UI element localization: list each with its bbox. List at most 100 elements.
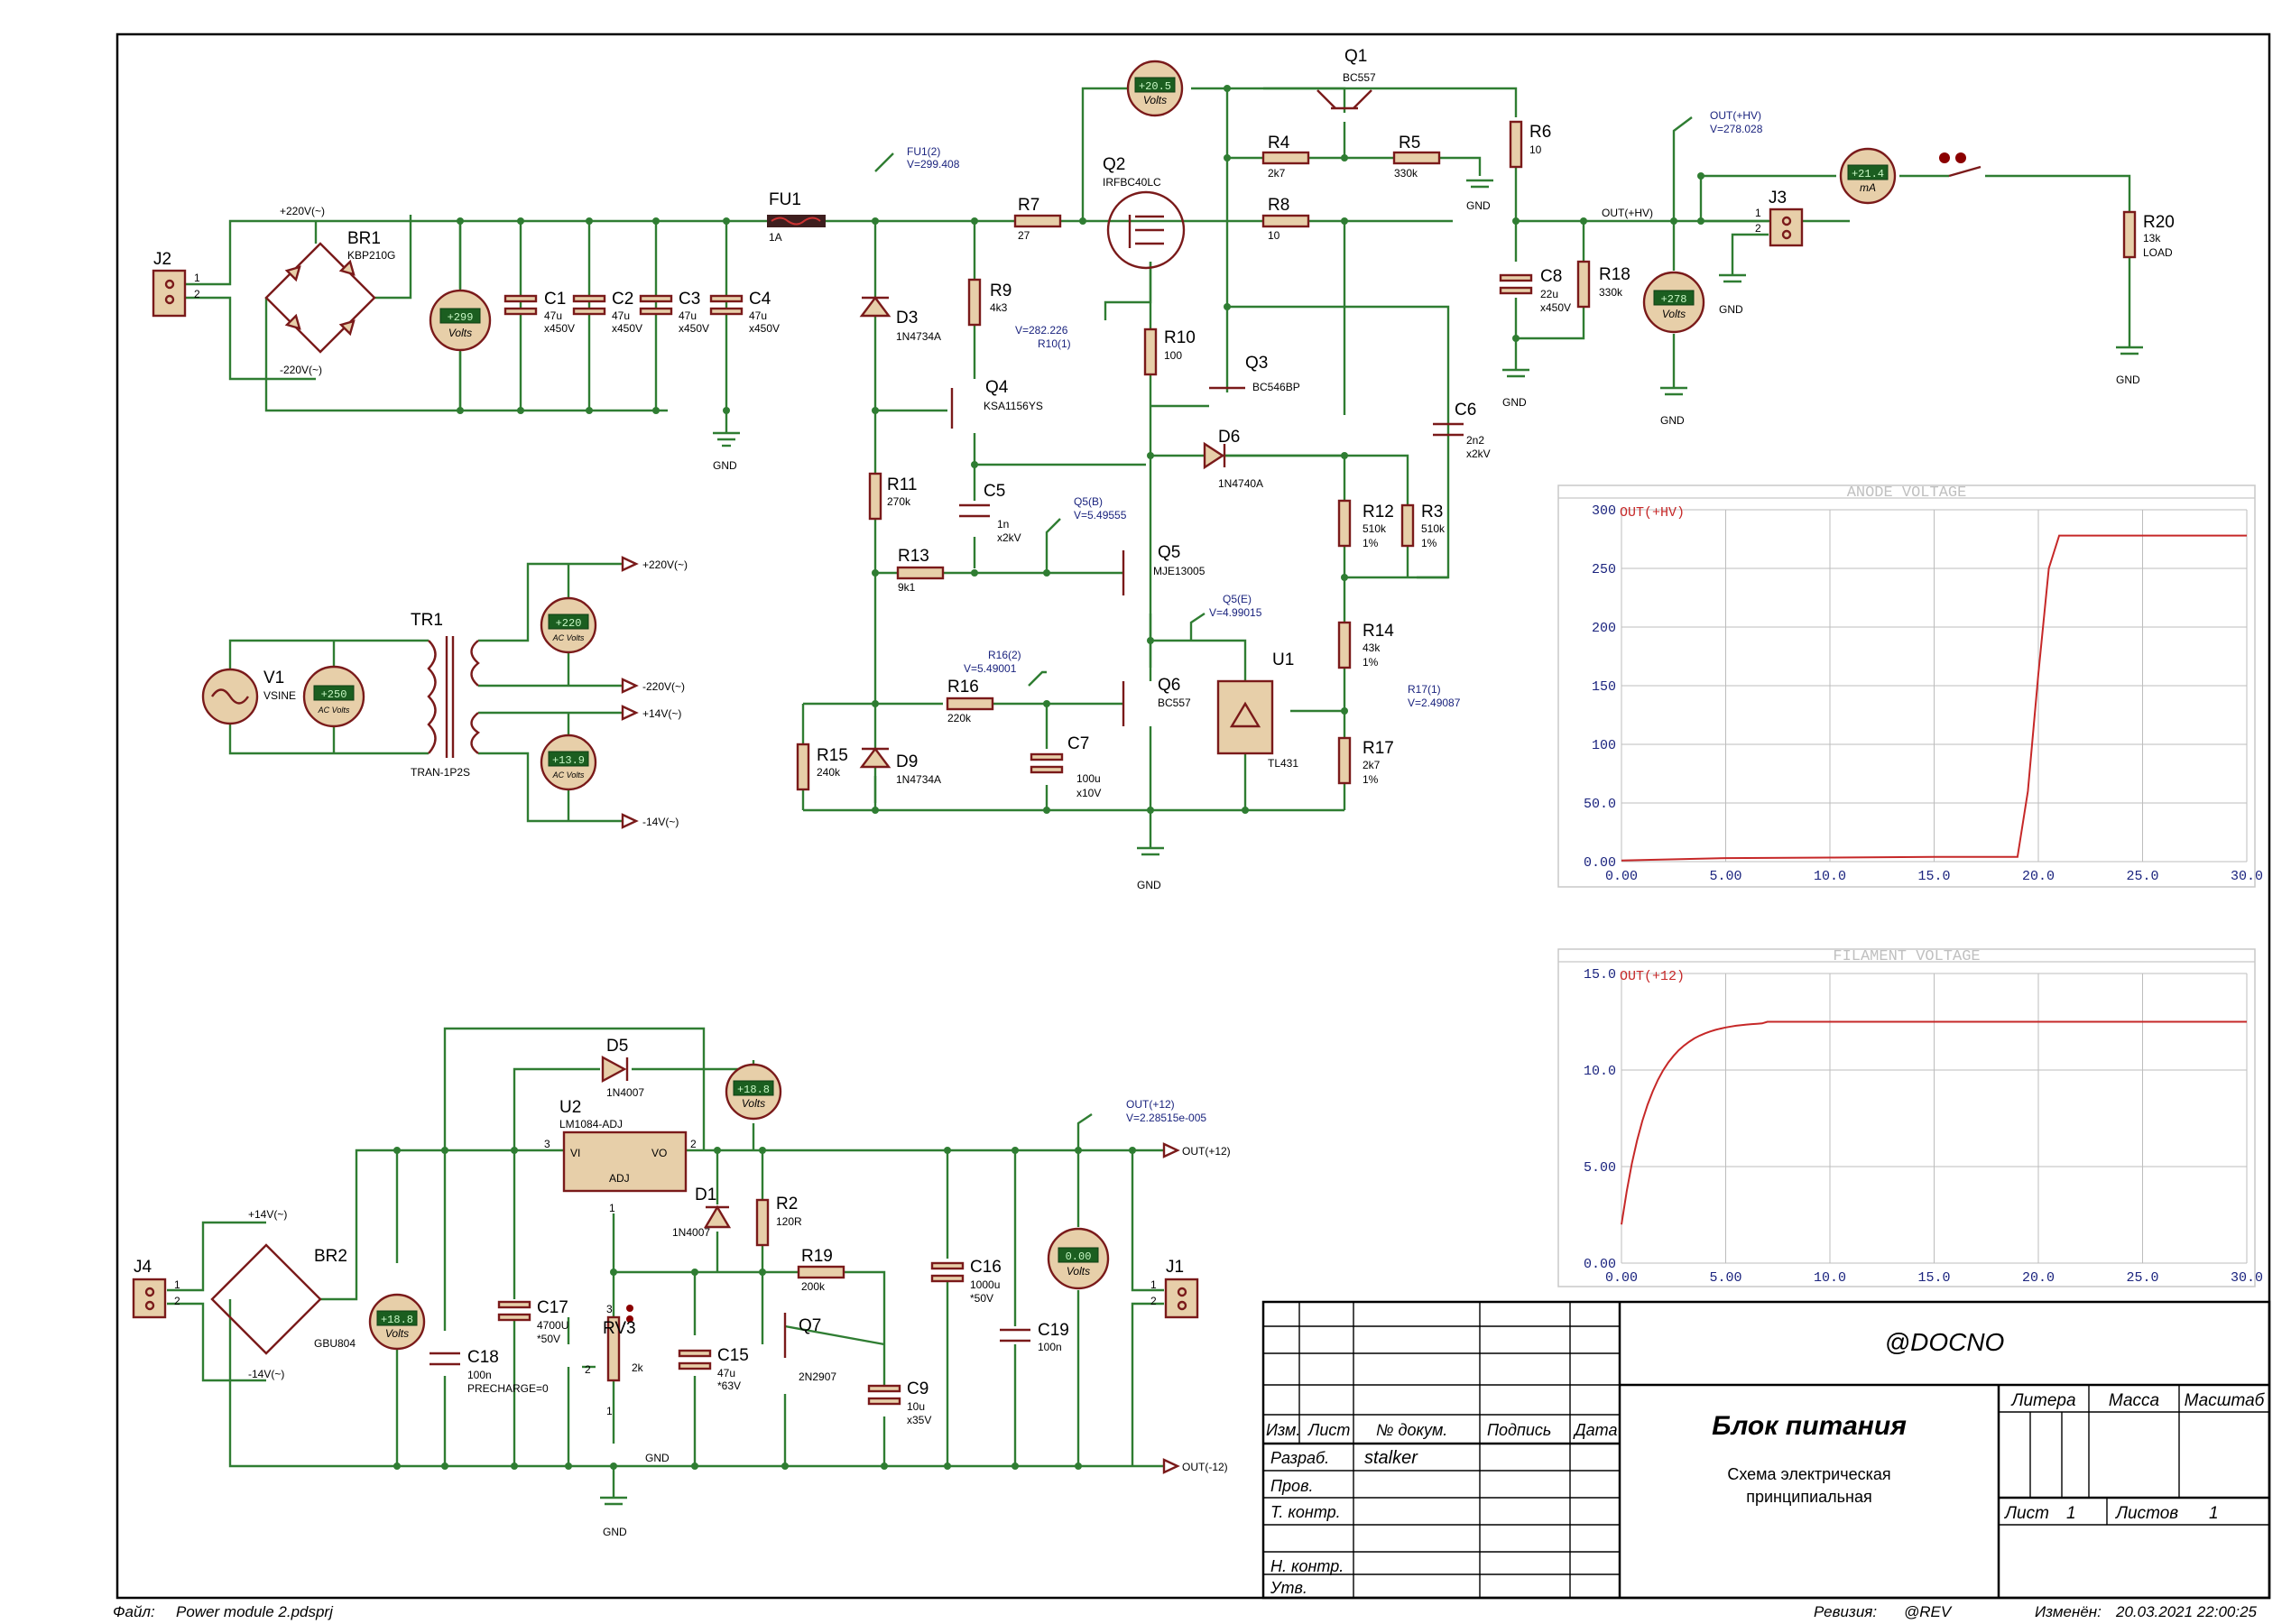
- transformer-tr1: TR1 TRAN-1P2S: [411, 611, 481, 779]
- connector-j4: J4 1 2: [132, 1258, 180, 1319]
- svg-text:R17(1): R17(1): [1408, 683, 1441, 696]
- resistor-r12: R12 510k 1%: [1337, 499, 1394, 549]
- svg-text:1N4740A: 1N4740A: [1218, 477, 1263, 490]
- svg-text:V=2.49087: V=2.49087: [1408, 697, 1461, 709]
- voltmeter-top: +20.5 Volts: [1126, 60, 1184, 117]
- svg-text:1%: 1%: [1363, 773, 1379, 786]
- outhv-net-label: OUT(+HV): [1602, 207, 1653, 219]
- svg-text:R20: R20: [2143, 213, 2175, 232]
- svg-text:C3: C3: [679, 290, 700, 309]
- capacitor-c17: C17 4700U *50V: [497, 1298, 568, 1345]
- svg-text:GND: GND: [1466, 199, 1491, 212]
- svg-text:9k1: 9k1: [898, 581, 916, 594]
- fil-ytick-label: 0.00: [1584, 1257, 1616, 1272]
- svg-text:AC Volts: AC Volts: [318, 706, 350, 715]
- footer-rev-label: Ревизия:: [1814, 1603, 1877, 1620]
- capacitor-c4: C4 47u x450V: [709, 290, 780, 335]
- fil-xtick-label: 0.00: [1605, 1270, 1638, 1286]
- meter-cap-bank-value: +299: [448, 311, 474, 324]
- svg-text:R10: R10: [1164, 328, 1196, 347]
- svg-text:LOAD: LOAD: [2143, 246, 2173, 259]
- svg-text:J1: J1: [1166, 1258, 1184, 1277]
- doc-number: @DOCNO: [1885, 1328, 2005, 1356]
- svg-text:GND: GND: [2116, 374, 2140, 386]
- capacitor-c1: C1 47u x450V: [503, 290, 575, 335]
- resistor-r9: R9 4k3: [967, 278, 1012, 327]
- svg-text:200k: 200k: [801, 1280, 826, 1293]
- svg-text:C19: C19: [1038, 1321, 1069, 1340]
- anode-ytick-label: 0.00: [1584, 855, 1616, 871]
- resistor-r14: R14 43k 1%: [1337, 621, 1394, 669]
- svg-text:FU1(2): FU1(2): [907, 145, 940, 158]
- svg-text:+13.9: +13.9: [552, 754, 585, 767]
- fil-ytick-label: 15.0: [1584, 967, 1616, 983]
- svg-text:Q5(B): Q5(B): [1074, 495, 1103, 508]
- ac-source-v1: V1 VSINE: [201, 668, 296, 725]
- svg-text:U2: U2: [559, 1098, 581, 1117]
- anode-ytick-label: 50.0: [1584, 797, 1616, 812]
- svg-text:120R: 120R: [776, 1215, 802, 1228]
- svg-text:Volts: Volts: [385, 1327, 409, 1340]
- title-block: @DOCNO Блок питания Схема электрическая …: [1261, 1300, 2271, 1600]
- svg-text:2k7: 2k7: [1363, 759, 1381, 771]
- svg-text:1%: 1%: [1363, 537, 1379, 549]
- fil-xtick-label: 5.00: [1709, 1270, 1741, 1286]
- footer-rev-value: @REV: [1904, 1603, 1953, 1620]
- resistor-r16: R16 220k: [946, 678, 994, 724]
- svg-text:47u: 47u: [717, 1367, 735, 1379]
- svg-text:Подпись: Подпись: [1487, 1421, 1551, 1439]
- svg-text:x2kV: x2kV: [1466, 448, 1491, 460]
- svg-text:x2kV: x2kV: [997, 531, 1021, 544]
- svg-text:R11: R11: [887, 475, 917, 494]
- hv-wires: [185, 87, 2131, 848]
- svg-text:1%: 1%: [1363, 656, 1379, 669]
- svg-text:13k: 13k: [2143, 232, 2161, 245]
- fil-xtick-label: 30.0: [2231, 1270, 2263, 1286]
- svg-text:Q1: Q1: [1344, 47, 1367, 66]
- svg-text:x450V: x450V: [612, 322, 642, 335]
- anode-xtick-label: 0.00: [1605, 869, 1638, 884]
- meter-14: +13.9 AC Volts: [540, 734, 597, 791]
- regulator-u1: U1 TL431: [1216, 651, 1298, 770]
- svg-text:GND: GND: [1502, 396, 1527, 409]
- svg-text:+14V(~): +14V(~): [642, 707, 681, 720]
- svg-text:2: 2: [585, 1363, 591, 1376]
- svg-text:V1: V1: [263, 669, 284, 687]
- resistor-r17: R17 2k7 1%: [1337, 736, 1394, 786]
- svg-text:Q7: Q7: [799, 1316, 821, 1335]
- svg-text:C5: C5: [984, 482, 1005, 501]
- svg-text:Разраб.: Разраб.: [1270, 1449, 1329, 1467]
- svg-text:J3: J3: [1769, 189, 1787, 208]
- bridge-br1: BR1 KBP210G +220V(~) -220V(~): [264, 205, 395, 376]
- capacitor-c15: C15 47u *63V: [678, 1346, 749, 1392]
- anode-xtick-label: 20.0: [2022, 869, 2055, 884]
- svg-text:MJE13005: MJE13005: [1153, 565, 1206, 577]
- j2-pin2: 2: [194, 288, 200, 300]
- svg-text:x450V: x450V: [749, 322, 780, 335]
- svg-text:VSINE: VSINE: [263, 689, 296, 702]
- svg-text:47u: 47u: [749, 309, 767, 322]
- transformer-wires: [228, 562, 623, 823]
- svg-text:1n: 1n: [997, 518, 1009, 531]
- svg-text:2k: 2k: [632, 1361, 644, 1374]
- capacitor-c5: C5 1n x2kV: [959, 482, 1021, 544]
- svg-text:GND: GND: [603, 1526, 627, 1538]
- svg-text:-220V(~): -220V(~): [642, 680, 685, 693]
- svg-text:IRFBC40LC: IRFBC40LC: [1103, 176, 1161, 189]
- svg-text:TRAN-1P2S: TRAN-1P2S: [411, 766, 470, 779]
- potentiometer-rv3: RV3 2k 2 3 1: [585, 1303, 644, 1417]
- fil-xtick-label: 10.0: [1814, 1270, 1846, 1286]
- svg-text:Масштаб: Масштаб: [2185, 1391, 2266, 1410]
- svg-text:GBU804: GBU804: [314, 1337, 356, 1350]
- svg-text:2: 2: [690, 1138, 697, 1150]
- svg-text:V=2.28515e-005: V=2.28515e-005: [1126, 1112, 1206, 1124]
- svg-text:V=278.028: V=278.028: [1710, 123, 1763, 135]
- svg-text:1N4007: 1N4007: [672, 1226, 710, 1239]
- gnd-r5: GND: [1466, 179, 1493, 212]
- svg-text:C7: C7: [1067, 734, 1089, 753]
- anode-ytick-label: 150: [1592, 679, 1616, 695]
- svg-text:C2: C2: [612, 290, 633, 309]
- meter-out12: 0.00 Volts: [1047, 1227, 1110, 1290]
- svg-text:D9: D9: [896, 752, 918, 771]
- diode-d5: D5 1N4007: [601, 1037, 644, 1099]
